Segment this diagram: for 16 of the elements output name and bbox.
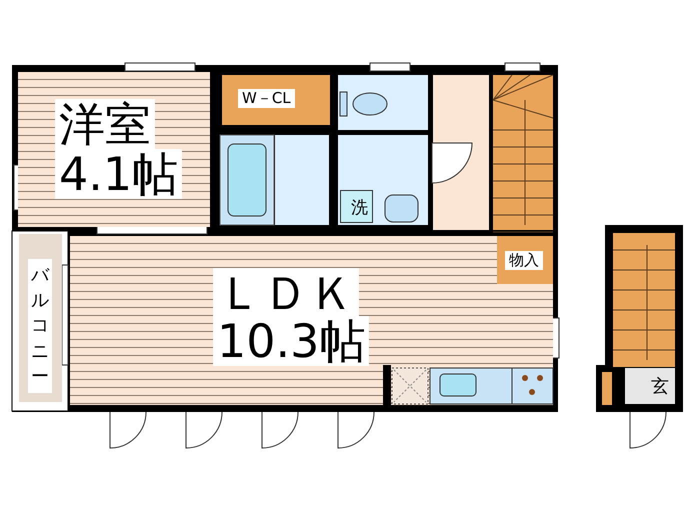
washer-space [340,190,373,223]
room-size: 10.3帖 [213,316,370,366]
room-floor [70,236,553,405]
room-name: 洋室 [55,99,155,149]
room-name: 洗 [350,198,369,219]
closet [497,236,553,284]
room-floor [18,72,210,227]
room-name: 玄 [650,376,670,398]
room-name: ＬＤＫ [213,268,359,318]
room-name: 物入 [505,251,543,270]
entrance [625,368,675,404]
room-name: W－CL [238,89,295,108]
room-name: バルコニー [28,259,52,393]
balcony [19,234,62,402]
closet [222,75,330,125]
room-size: 4.1帖 [55,149,182,199]
